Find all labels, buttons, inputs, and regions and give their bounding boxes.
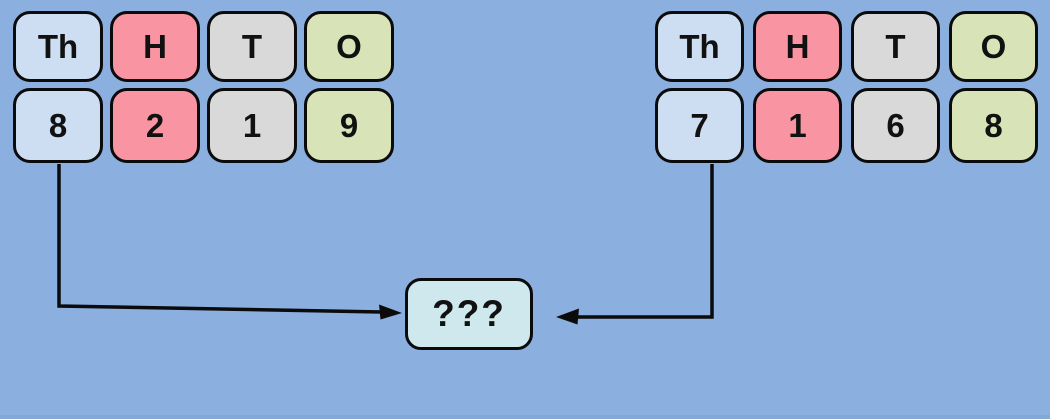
right-table-digit-row: 7 1 6 8	[655, 88, 1038, 163]
right-header-cell-ones: O	[949, 11, 1038, 82]
bottom-edge-strip	[0, 415, 1050, 419]
left-header-cell-thousands: Th	[13, 11, 103, 82]
left-table-header-row: Th H T O	[13, 11, 394, 82]
right-table-header-row: Th H T O	[655, 11, 1038, 82]
right-digit-cell-thousands: 7	[655, 88, 744, 163]
left-table-digit-row: 8 2 1 9	[13, 88, 394, 163]
left-header-cell-ones: O	[304, 11, 394, 82]
right-header-cell-tens: T	[851, 11, 940, 82]
left-header-cell-hundreds: H	[110, 11, 200, 82]
right-digit-cell-tens: 6	[851, 88, 940, 163]
left-header-cell-tens: T	[207, 11, 297, 82]
result-box: ???	[405, 278, 533, 350]
left-digit-cell-tens: 1	[207, 88, 297, 163]
arrow-left-thousands-to-result	[57, 164, 402, 320]
right-digit-cell-hundreds: 1	[753, 88, 842, 163]
right-header-cell-thousands: Th	[655, 11, 744, 82]
right-header-cell-hundreds: H	[753, 11, 842, 82]
left-digit-cell-ones: 9	[304, 88, 394, 163]
left-digit-cell-hundreds: 2	[110, 88, 200, 163]
left-digit-cell-thousands: 8	[13, 88, 103, 163]
right-digit-cell-ones: 8	[949, 88, 1038, 163]
arrow-right-thousands-to-result	[556, 164, 714, 325]
